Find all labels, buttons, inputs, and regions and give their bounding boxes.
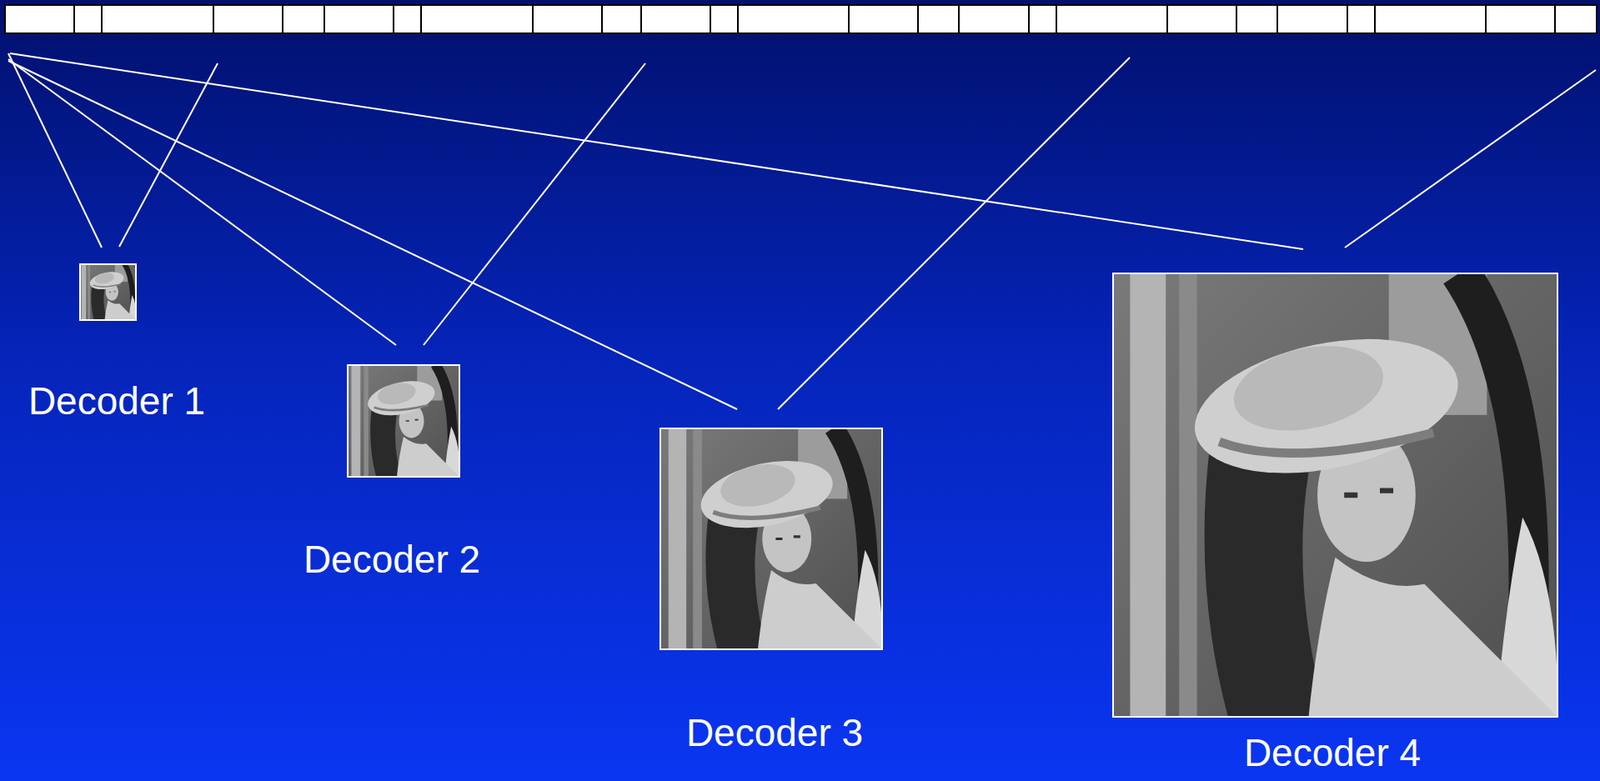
portrait-image xyxy=(659,427,883,651)
decoder-output-image: Decoder 1 xyxy=(79,263,137,322)
portrait-image xyxy=(1112,272,1559,718)
decoder-output-image: Decoder 3 xyxy=(659,427,883,651)
bitstream-bar xyxy=(5,5,1597,34)
leader-line xyxy=(1344,70,1596,248)
portrait-image xyxy=(79,263,137,322)
decoder-output-image: Decoder 2 xyxy=(346,364,461,478)
leader-line xyxy=(423,63,646,346)
decoder-label: Decoder 4 xyxy=(1243,731,1421,776)
leader-line xyxy=(119,63,218,247)
leader-line xyxy=(777,57,1130,410)
bitstream-dividers xyxy=(74,5,1555,34)
decoder-label: Decoder 1 xyxy=(28,379,206,424)
decoder-output-image: Decoder 4 xyxy=(1112,272,1559,718)
decoder-label: Decoder 2 xyxy=(303,537,481,582)
decoder-label: Decoder 3 xyxy=(686,711,863,756)
leader-line xyxy=(8,60,738,410)
leader-line xyxy=(8,59,397,346)
leader-line xyxy=(10,53,1304,250)
bitstream-frame xyxy=(5,5,1597,34)
portrait-image xyxy=(346,364,461,478)
